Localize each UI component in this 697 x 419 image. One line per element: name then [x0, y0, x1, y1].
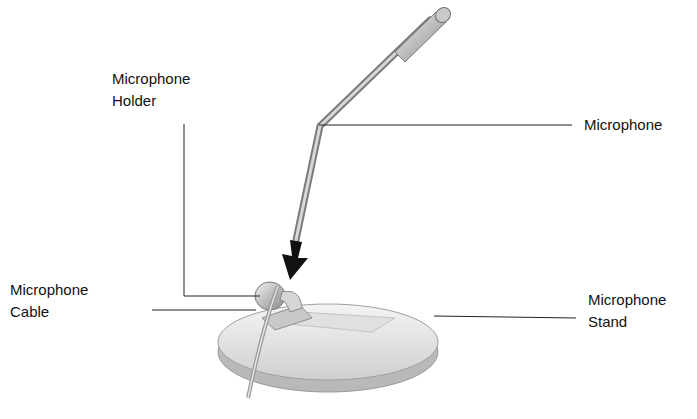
- leader-line: [184, 124, 260, 296]
- leader-line: [152, 310, 256, 311]
- microphone: [296, 4, 454, 240]
- part-label: Microphone: [584, 114, 662, 136]
- part-label: Microphone Holder: [112, 68, 190, 112]
- leader-line: [319, 125, 572, 126]
- part-label: Microphone Stand: [588, 289, 666, 333]
- insert-arrow: [282, 240, 308, 280]
- microphone-holder: [255, 282, 312, 330]
- microphone-cable-highlight: [248, 286, 278, 398]
- microphone-cable: [248, 286, 278, 398]
- leader-line: [434, 316, 576, 318]
- part-label: Microphone Cable: [10, 279, 88, 323]
- leader-lines: [152, 124, 576, 318]
